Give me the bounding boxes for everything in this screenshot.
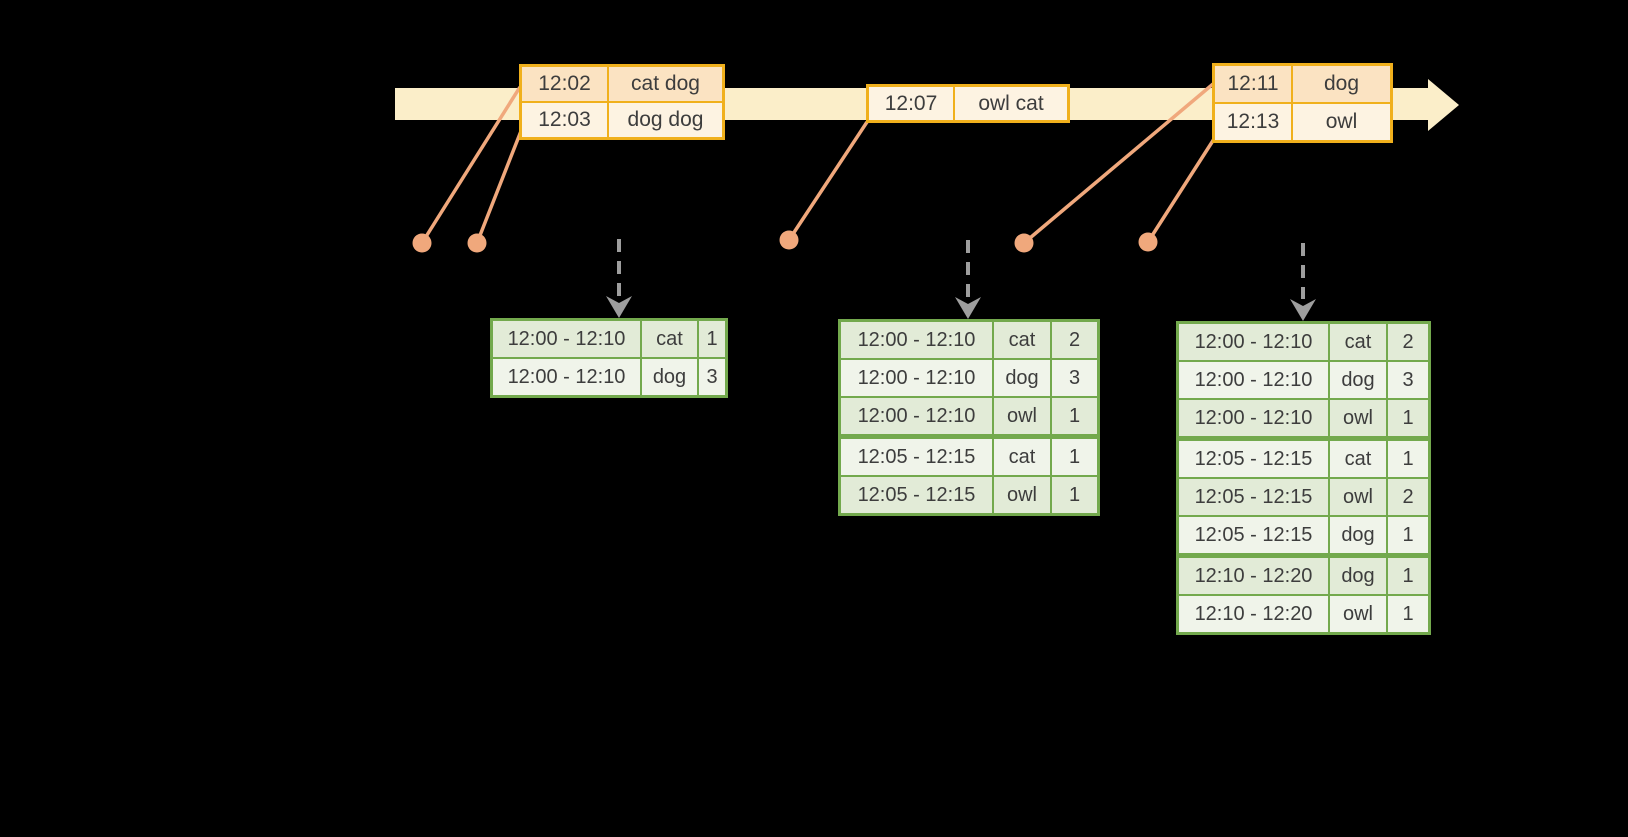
result-count: 1 bbox=[1388, 400, 1428, 436]
result-word: dog bbox=[1330, 558, 1386, 594]
event-dot bbox=[779, 230, 799, 250]
trigger-arrowheads bbox=[606, 296, 1316, 321]
result-word: owl bbox=[994, 477, 1050, 513]
result-window: 12:00 - 12:10 bbox=[493, 359, 640, 395]
result-word: owl bbox=[1330, 400, 1386, 436]
event-row: 12:13 owl bbox=[1215, 104, 1390, 140]
event-row: 12:11 dog bbox=[1215, 66, 1390, 102]
result-row: 12:05 - 12:15 dog 1 bbox=[1179, 517, 1428, 553]
event-table: 12:11 dog 12:13 owl bbox=[1212, 63, 1393, 143]
result-word: dog bbox=[642, 359, 697, 395]
result-window: 12:05 - 12:15 bbox=[841, 439, 992, 475]
result-count: 1 bbox=[699, 321, 725, 357]
event-link-line bbox=[1146, 138, 1216, 243]
result-window: 12:00 - 12:10 bbox=[1179, 324, 1328, 360]
result-window: 12:00 - 12:10 bbox=[1179, 400, 1328, 436]
trigger-arrow-shafts bbox=[617, 239, 1305, 299]
event-row: 12:02 cat dog bbox=[522, 67, 722, 101]
event-dot bbox=[412, 233, 432, 253]
result-count: 2 bbox=[1388, 479, 1428, 515]
result-word: cat bbox=[1330, 441, 1386, 477]
result-row: 12:00 - 12:10 dog 3 bbox=[841, 360, 1097, 396]
result-window: 12:00 - 12:10 bbox=[841, 360, 992, 396]
result-table: 12:00 - 12:10 cat 1 12:00 - 12:10 dog 3 bbox=[490, 318, 728, 398]
result-count: 2 bbox=[1388, 324, 1428, 360]
result-window: 12:00 - 12:10 bbox=[841, 398, 992, 434]
result-row: 12:10 - 12:20 dog 1 bbox=[1179, 558, 1428, 594]
result-row: 12:05 - 12:15 cat 1 bbox=[841, 439, 1097, 475]
result-word: owl bbox=[994, 398, 1050, 434]
result-word: cat bbox=[994, 322, 1050, 358]
result-count: 1 bbox=[1388, 441, 1428, 477]
result-count: 3 bbox=[1052, 360, 1097, 396]
result-table: 12:00 - 12:10 cat 2 12:00 - 12:10 dog 3 … bbox=[838, 319, 1100, 516]
result-count: 1 bbox=[1052, 477, 1097, 513]
event-table: 12:07 owl cat bbox=[866, 84, 1070, 123]
result-word: cat bbox=[642, 321, 697, 357]
trigger-arrowhead-icon bbox=[606, 296, 632, 318]
result-row: 12:00 - 12:10 owl 1 bbox=[841, 398, 1097, 434]
result-word: dog bbox=[994, 360, 1050, 396]
timeline-arrowhead-icon bbox=[1428, 79, 1459, 131]
result-window: 12:05 - 12:15 bbox=[841, 477, 992, 513]
event-marker-dots bbox=[412, 230, 1158, 253]
result-count: 1 bbox=[1388, 517, 1428, 553]
result-table: 12:00 - 12:10 cat 2 12:00 - 12:10 dog 3 … bbox=[1176, 321, 1431, 635]
event-words: owl bbox=[1293, 104, 1390, 140]
result-word: cat bbox=[994, 439, 1050, 475]
result-row: 12:00 - 12:10 dog 3 bbox=[1179, 362, 1428, 398]
result-row: 12:00 - 12:10 cat 2 bbox=[1179, 324, 1428, 360]
event-time: 12:03 bbox=[522, 103, 607, 137]
event-time: 12:11 bbox=[1215, 66, 1291, 102]
result-window: 12:10 - 12:20 bbox=[1179, 558, 1328, 594]
result-word: dog bbox=[1330, 517, 1386, 553]
result-window: 12:00 - 12:10 bbox=[841, 322, 992, 358]
event-link-line bbox=[787, 121, 869, 241]
result-count: 3 bbox=[699, 359, 725, 395]
result-count: 3 bbox=[1388, 362, 1428, 398]
result-row: 12:05 - 12:15 owl 2 bbox=[1179, 479, 1428, 515]
result-window: 12:05 - 12:15 bbox=[1179, 479, 1328, 515]
result-count: 1 bbox=[1052, 398, 1097, 434]
result-word: owl bbox=[1330, 479, 1386, 515]
event-row: 12:03 dog dog bbox=[522, 103, 722, 137]
event-link-lines bbox=[420, 82, 1216, 245]
event-row: 12:07 owl cat bbox=[869, 87, 1067, 120]
result-row: 12:05 - 12:15 owl 1 bbox=[841, 477, 1097, 513]
result-word: cat bbox=[1330, 324, 1386, 360]
result-window: 12:00 - 12:10 bbox=[1179, 362, 1328, 398]
event-words: dog bbox=[1293, 66, 1390, 102]
event-words: dog dog bbox=[609, 103, 722, 137]
event-table: 12:02 cat dog 12:03 dog dog bbox=[519, 64, 725, 140]
event-words: cat dog bbox=[609, 67, 722, 101]
event-link-line bbox=[420, 86, 522, 244]
result-count: 1 bbox=[1388, 558, 1428, 594]
result-row: 12:00 - 12:10 dog 3 bbox=[493, 359, 725, 395]
result-window: 12:05 - 12:15 bbox=[1179, 517, 1328, 553]
event-time: 12:02 bbox=[522, 67, 607, 101]
result-count: 1 bbox=[1052, 439, 1097, 475]
trigger-arrowhead-icon bbox=[1290, 299, 1316, 321]
result-row: 12:10 - 12:20 owl 1 bbox=[1179, 596, 1428, 632]
result-row: 12:00 - 12:10 cat 1 bbox=[493, 321, 725, 357]
result-window: 12:05 - 12:15 bbox=[1179, 441, 1328, 477]
event-words: owl cat bbox=[955, 87, 1067, 120]
result-window: 12:00 - 12:10 bbox=[493, 321, 640, 357]
event-dot bbox=[1014, 233, 1034, 253]
result-row: 12:05 - 12:15 cat 1 bbox=[1179, 441, 1428, 477]
event-dot bbox=[467, 233, 487, 253]
event-time: 12:07 bbox=[869, 87, 953, 120]
result-window: 12:10 - 12:20 bbox=[1179, 596, 1328, 632]
result-word: owl bbox=[1330, 596, 1386, 632]
result-row: 12:00 - 12:10 owl 1 bbox=[1179, 400, 1428, 436]
result-count: 2 bbox=[1052, 322, 1097, 358]
trigger-arrowhead-icon bbox=[955, 297, 981, 319]
event-link-line bbox=[1022, 82, 1215, 245]
result-count: 1 bbox=[1388, 596, 1428, 632]
event-dot bbox=[1138, 232, 1158, 252]
result-word: dog bbox=[1330, 362, 1386, 398]
event-time: 12:13 bbox=[1215, 104, 1291, 140]
result-row: 12:00 - 12:10 cat 2 bbox=[841, 322, 1097, 358]
event-link-line bbox=[475, 125, 525, 244]
